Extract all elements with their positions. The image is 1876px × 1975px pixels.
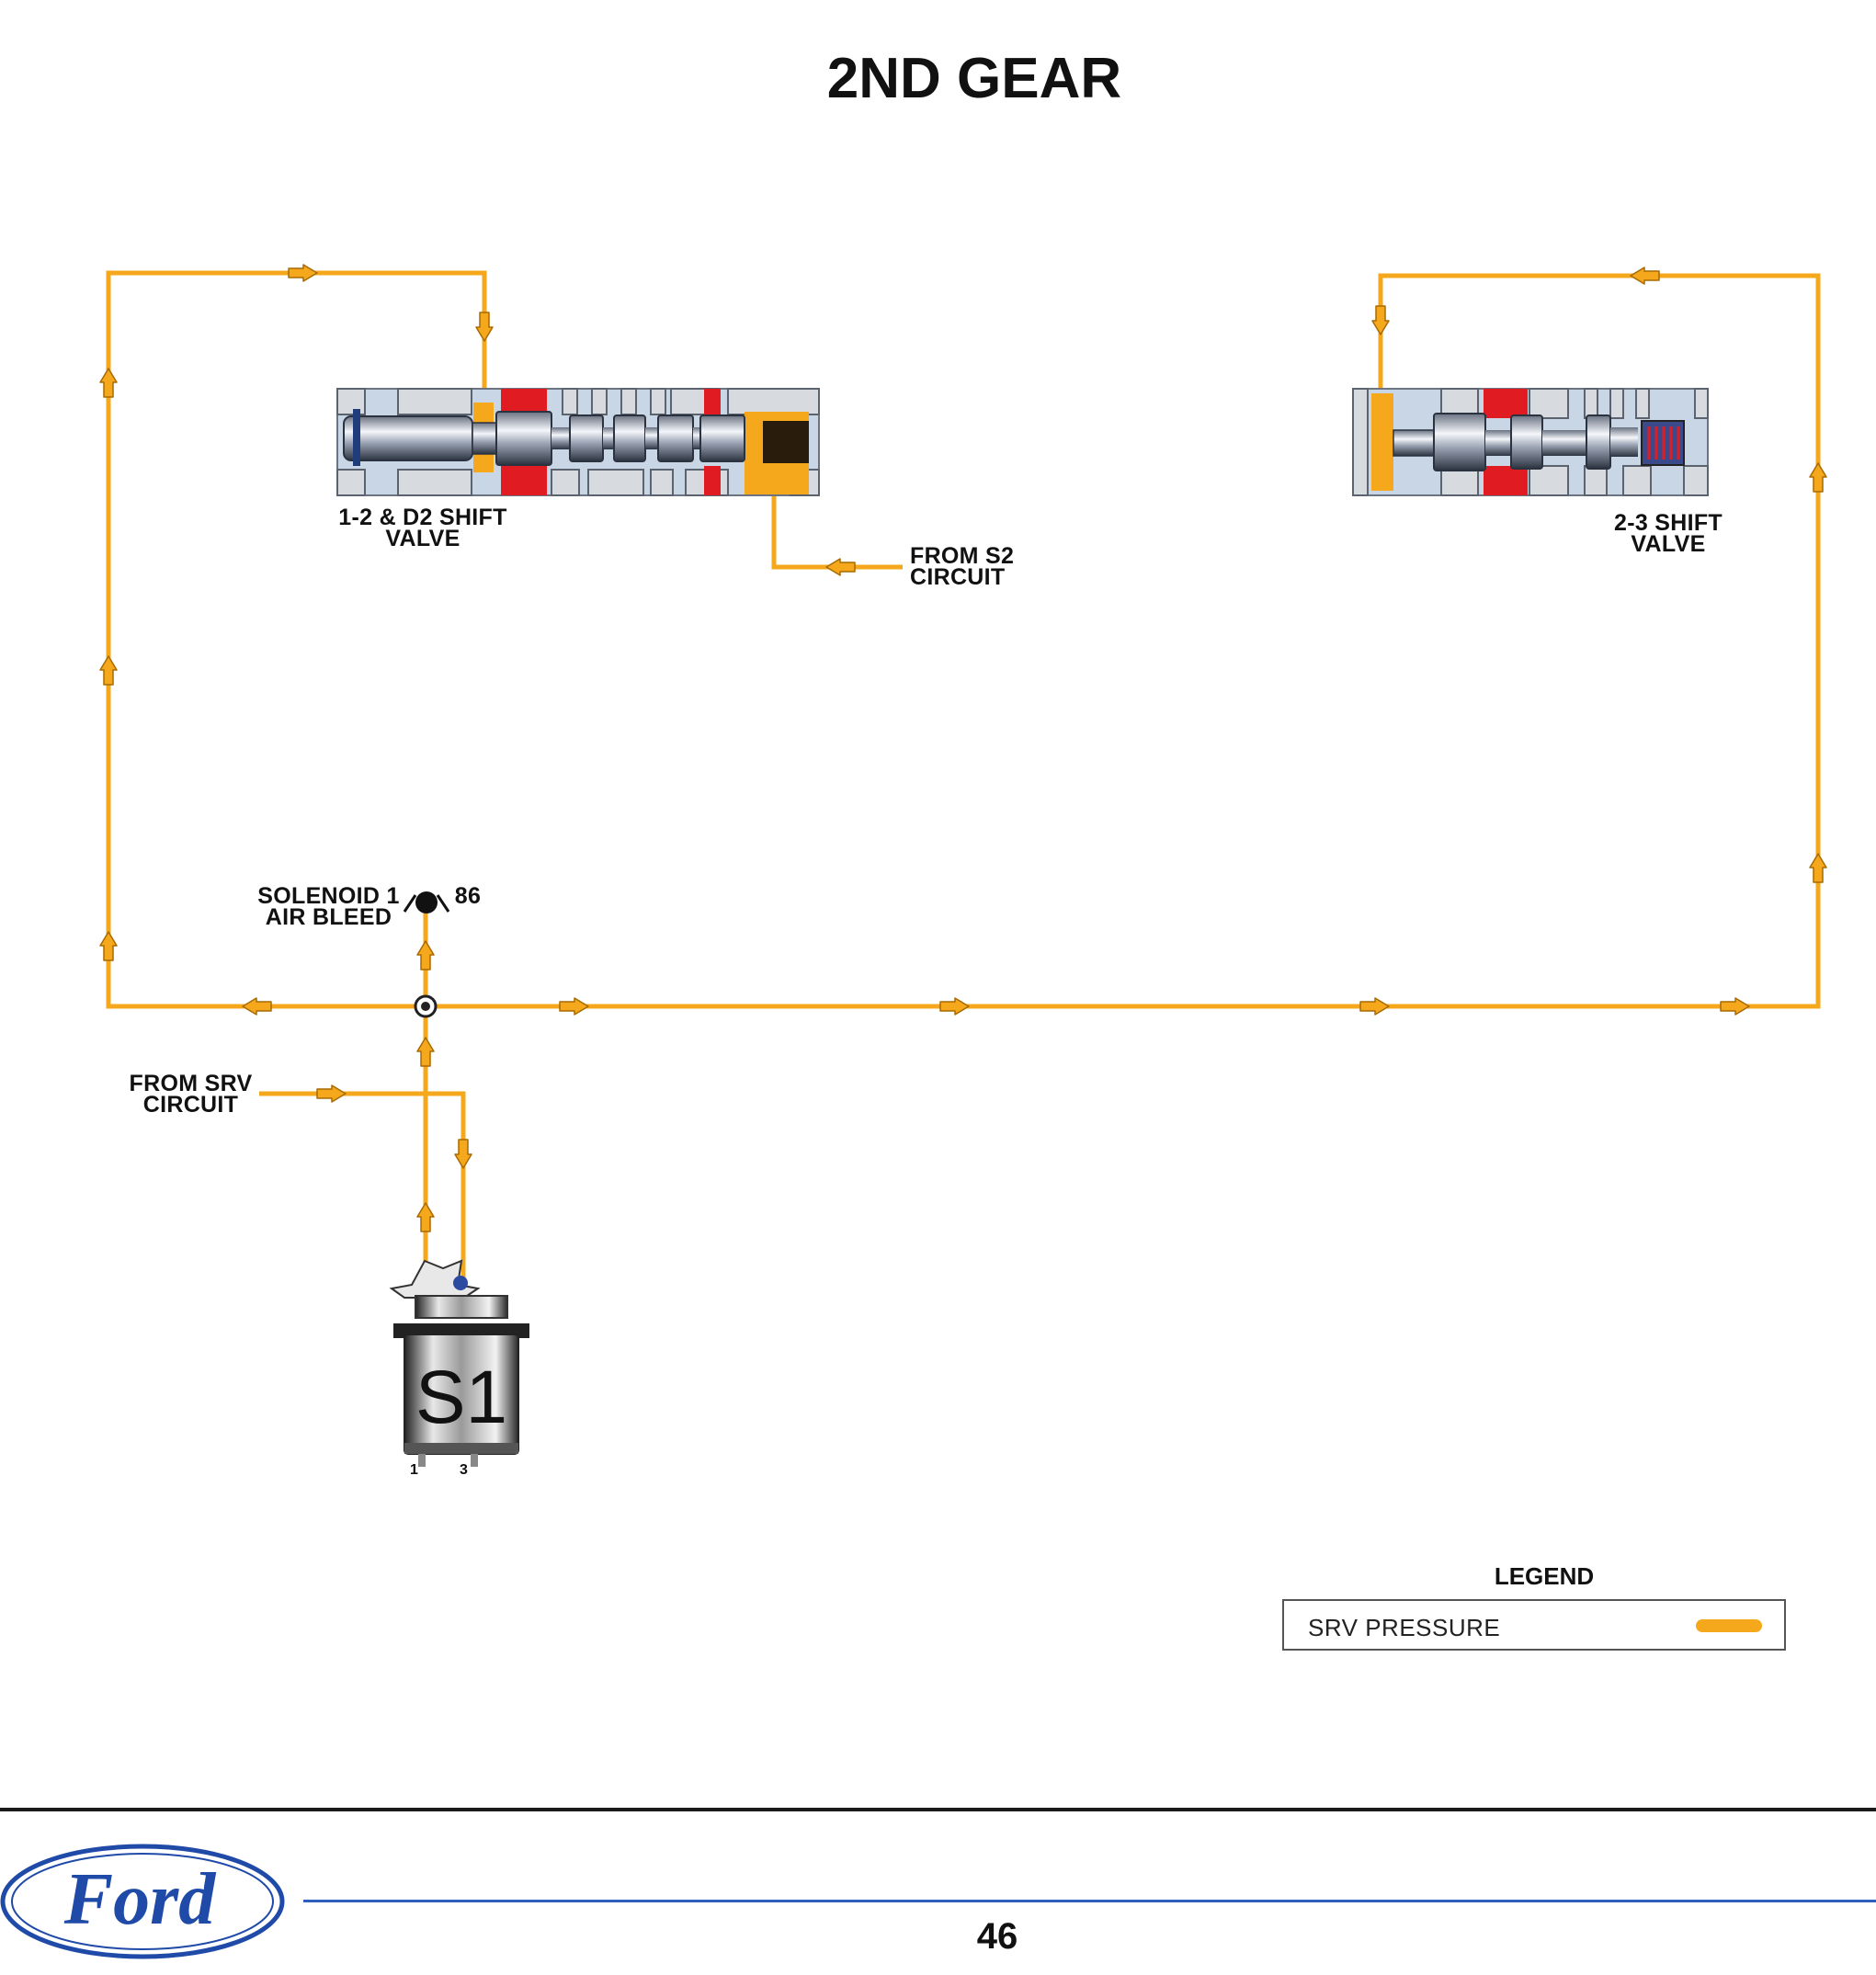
srv-circuit-feed <box>259 1091 466 1289</box>
arrow-up-icon <box>99 931 118 961</box>
flow-arrows <box>99 264 1827 1232</box>
page-title: 2ND GEAR <box>826 47 1122 110</box>
air-bleed-label-line1: SOLENOID 1 <box>257 883 400 909</box>
s2-circuit-feed <box>771 492 903 570</box>
arrow-up-icon <box>99 368 118 398</box>
page-number: 46 <box>976 1916 1018 1957</box>
arrow-left-icon <box>242 997 272 1016</box>
legend-title: LEGEND <box>1494 1562 1595 1590</box>
arrow-up-icon <box>416 1202 435 1232</box>
ford-logo-text: Ford <box>63 1859 216 1940</box>
valve-12-d2 <box>336 388 820 496</box>
arrow-up-icon <box>99 655 118 686</box>
from-srv-label-line2: CIRCUIT <box>142 1092 239 1118</box>
arrow-down-icon <box>1371 305 1390 335</box>
pin-1-label: 1 <box>410 1462 418 1478</box>
main-feed-line <box>426 273 1821 1009</box>
footer-blue-rule <box>303 1900 1876 1902</box>
ford-logo: Ford <box>0 1844 285 1959</box>
bleed-number-label: 86 <box>454 883 482 909</box>
valve-12-label-line1: 1-2 & D2 SHIFT <box>338 505 507 530</box>
footer-rule <box>0 1808 1876 1811</box>
arrow-right-icon <box>939 997 970 1016</box>
arrow-up-icon <box>416 940 435 970</box>
arrow-right-icon <box>1720 997 1750 1016</box>
arrow-down-icon <box>454 1139 472 1169</box>
solenoid-s1: S1 1 3 <box>389 1259 529 1478</box>
solenoid-label: S1 <box>415 1356 507 1439</box>
arrow-left-icon <box>825 558 856 576</box>
from-srv-label: FROM SRV CIRCUIT <box>124 1071 257 1118</box>
arrow-up-icon <box>416 1037 435 1067</box>
arrow-up-icon <box>1809 853 1827 883</box>
air-bleed-label: SOLENOID 1 AIR BLEED <box>248 883 409 930</box>
legend-swatch <box>1696 1619 1762 1632</box>
arrow-up-icon <box>1809 462 1827 493</box>
junction-node <box>414 994 438 1018</box>
valve-23 <box>1352 388 1709 496</box>
from-s2-label-line1: FROM S2 <box>910 543 1015 569</box>
valve-12-label-line2: VALVE <box>385 526 460 551</box>
valve-23-label-line1: 2-3 SHIFT <box>1614 510 1723 536</box>
arrow-right-icon <box>1359 997 1390 1016</box>
arrow-down-icon <box>475 312 494 342</box>
valve-12-label: 1-2 & D2 SHIFT VALVE <box>331 505 515 551</box>
from-s2-label-line2: CIRCUIT <box>910 564 1006 590</box>
arrow-left-icon <box>1630 267 1660 285</box>
air-bleed-orifice <box>403 891 450 914</box>
from-srv-label-line1: FROM SRV <box>129 1071 253 1096</box>
arrow-right-icon <box>316 1084 347 1103</box>
legend-item-label: SRV PRESSURE <box>1308 1614 1501 1641</box>
valve-23-label: 2-3 SHIFT VALVE <box>1599 510 1737 557</box>
from-s2-label: FROM S2 CIRCUIT <box>910 543 1025 590</box>
air-bleed-label-line2: AIR BLEED <box>265 904 392 930</box>
arrow-right-icon <box>559 997 589 1016</box>
valve-23-label-line2: VALVE <box>1631 531 1706 557</box>
legend-box: SRV PRESSURE <box>1282 1599 1786 1651</box>
arrow-right-icon <box>288 264 318 282</box>
pin-3-label: 3 <box>460 1462 468 1478</box>
